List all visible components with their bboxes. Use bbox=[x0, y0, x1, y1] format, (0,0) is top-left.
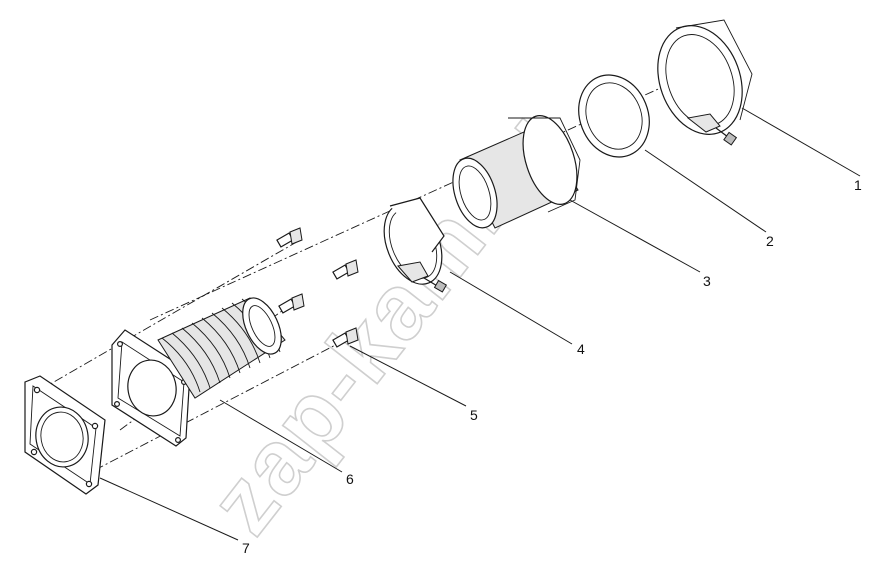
part-7-gasket-flange bbox=[24, 375, 106, 495]
bolt bbox=[332, 327, 359, 348]
callout-6: 6 bbox=[346, 471, 354, 487]
part-4-clamp bbox=[383, 197, 448, 293]
part-6-bellows-compensator bbox=[111, 297, 286, 447]
callout-2: 2 bbox=[766, 233, 774, 249]
callout-4: 4 bbox=[577, 341, 585, 357]
callout-1: 1 bbox=[854, 177, 862, 193]
bolt bbox=[332, 259, 359, 280]
bolt bbox=[276, 227, 303, 248]
part-3-sleeve bbox=[452, 115, 581, 229]
leader-lines bbox=[99, 107, 861, 541]
callout-3: 3 bbox=[703, 273, 711, 289]
part-1-large-clamp bbox=[657, 19, 753, 146]
part-5-bolts bbox=[276, 227, 359, 348]
bolt bbox=[278, 293, 305, 314]
callout-5: 5 bbox=[470, 407, 478, 423]
callout-7: 7 bbox=[242, 540, 250, 556]
part-2-ring-gasket bbox=[578, 74, 650, 158]
callout-labels: 1 2 3 4 5 6 7 bbox=[242, 177, 862, 556]
